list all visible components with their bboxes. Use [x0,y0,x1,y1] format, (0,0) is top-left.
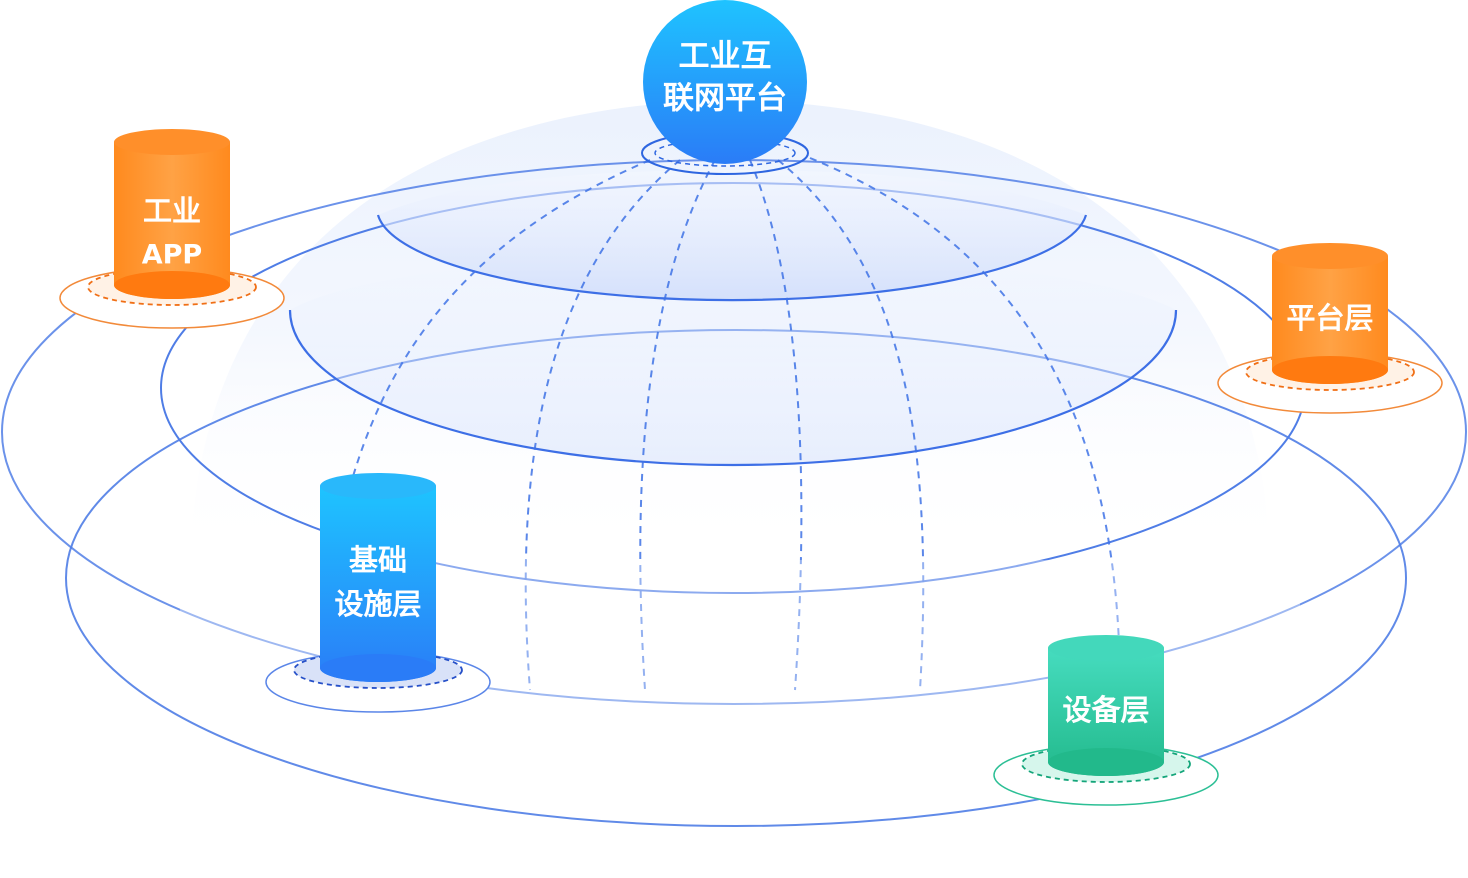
node-cylinder-top [1272,243,1388,269]
node-cylinder-body [1272,256,1388,384]
center-node-label-line1: 工业互 [679,39,772,75]
node-cylinder-body [114,142,230,299]
node-platform-layer: 平台层 [1217,243,1443,414]
node-cylinder-bottom [1272,356,1388,384]
meridian-2 [524,159,681,691]
node-cylinder-top [114,129,230,155]
node-device-layer-label: 设备层 [1062,693,1149,727]
node-industrial-app-label-line2: APP [142,240,202,271]
node-cylinder-top [1048,635,1164,661]
center-node-circle [643,0,807,164]
node-cylinder-body [320,486,436,682]
meridian-6 [809,157,1121,691]
node-infrastructure-label-line2: 设施层 [334,587,421,621]
node-industrial-app-label-line1: 工业 [143,194,201,228]
node-cylinder-top [320,473,436,499]
middle-disc [288,255,1178,467]
node-cylinder-bottom [1048,748,1164,776]
meridian-4 [749,159,803,691]
node-platform-layer-label: 平台层 [1286,301,1373,335]
center-node-industrial-internet-platform: 工业互 联网平台 [643,0,807,164]
node-infrastructure-label-line1: 基础 [349,543,407,577]
node-cylinder-bottom [320,654,436,682]
meridian-5 [777,159,925,691]
node-device-layer: 设备层 [993,635,1219,806]
center-node-label-line2: 联网平台 [663,81,787,117]
node-industrial-app: 工业 APP [59,129,285,329]
node-cylinder-body [1048,648,1164,776]
node-infrastructure-layer: 基础 设施层 [265,473,491,713]
node-cylinder-bottom [114,271,230,299]
meridian-3 [639,159,716,691]
upper-disc [376,170,1088,302]
